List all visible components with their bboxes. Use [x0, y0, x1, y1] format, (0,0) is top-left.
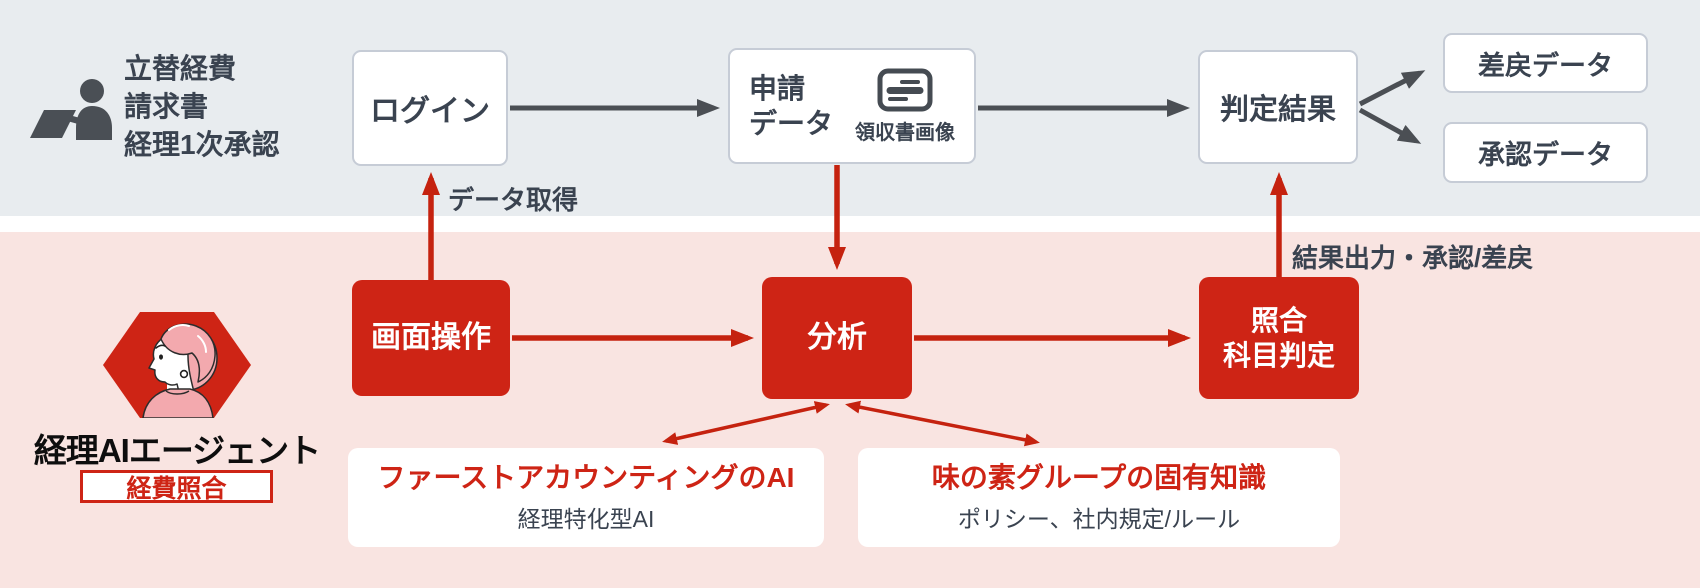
edge-label-data-fetch: データ取得 [448, 185, 579, 215]
knowledge-title: ファーストアカウンティングのAI [377, 461, 795, 493]
node-matching-account-judgement: 照合 科目判定 [1199, 277, 1359, 399]
knowledge-title: 味の素グループの固有知識 [931, 461, 1267, 493]
node-screen-operation: 画面操作 [352, 280, 510, 396]
knowledge-subtitle: ポリシー、社内規定/ルール [957, 506, 1241, 533]
actor-label-line: 立替経費 [124, 53, 237, 84]
knowledge-box-ajinomoto-group: 味の素グループの固有知識 ポリシー、社内規定/ルール [858, 448, 1340, 547]
agent-title: 経理AIエージェント [33, 432, 321, 469]
node-returned-data: 差戻データ [1443, 33, 1648, 93]
actor-label-line: 請求書 [124, 91, 209, 122]
actor-label: 立替経費 請求書 経理1次承認 [124, 50, 280, 164]
edge-label-result-output: 結果出力・承認/差戻 [1292, 243, 1534, 273]
person-at-laptop-icon [30, 79, 112, 140]
knowledge-subtitle: 経理特化型AI [517, 506, 655, 533]
agent-badge: 経費照合 [80, 470, 273, 503]
node-analysis: 分析 [762, 277, 912, 399]
node-login: ログイン [352, 50, 508, 166]
node-judgement-result: 判定結果 [1198, 50, 1358, 164]
ai-agent-avatar [103, 312, 251, 418]
receipt-image-label: 領収書画像 [855, 121, 955, 144]
receipt-icon [877, 68, 933, 111]
actor-label-line: 経理1次承認 [124, 129, 280, 160]
node-application-data: 申請 データ 領収書画像 [728, 48, 976, 164]
knowledge-box-fast-accounting: ファーストアカウンティングのAI 経理特化型AI [348, 448, 824, 547]
node-approved-data: 承認データ [1443, 122, 1648, 183]
application-data-label: 申請 データ [748, 73, 833, 139]
